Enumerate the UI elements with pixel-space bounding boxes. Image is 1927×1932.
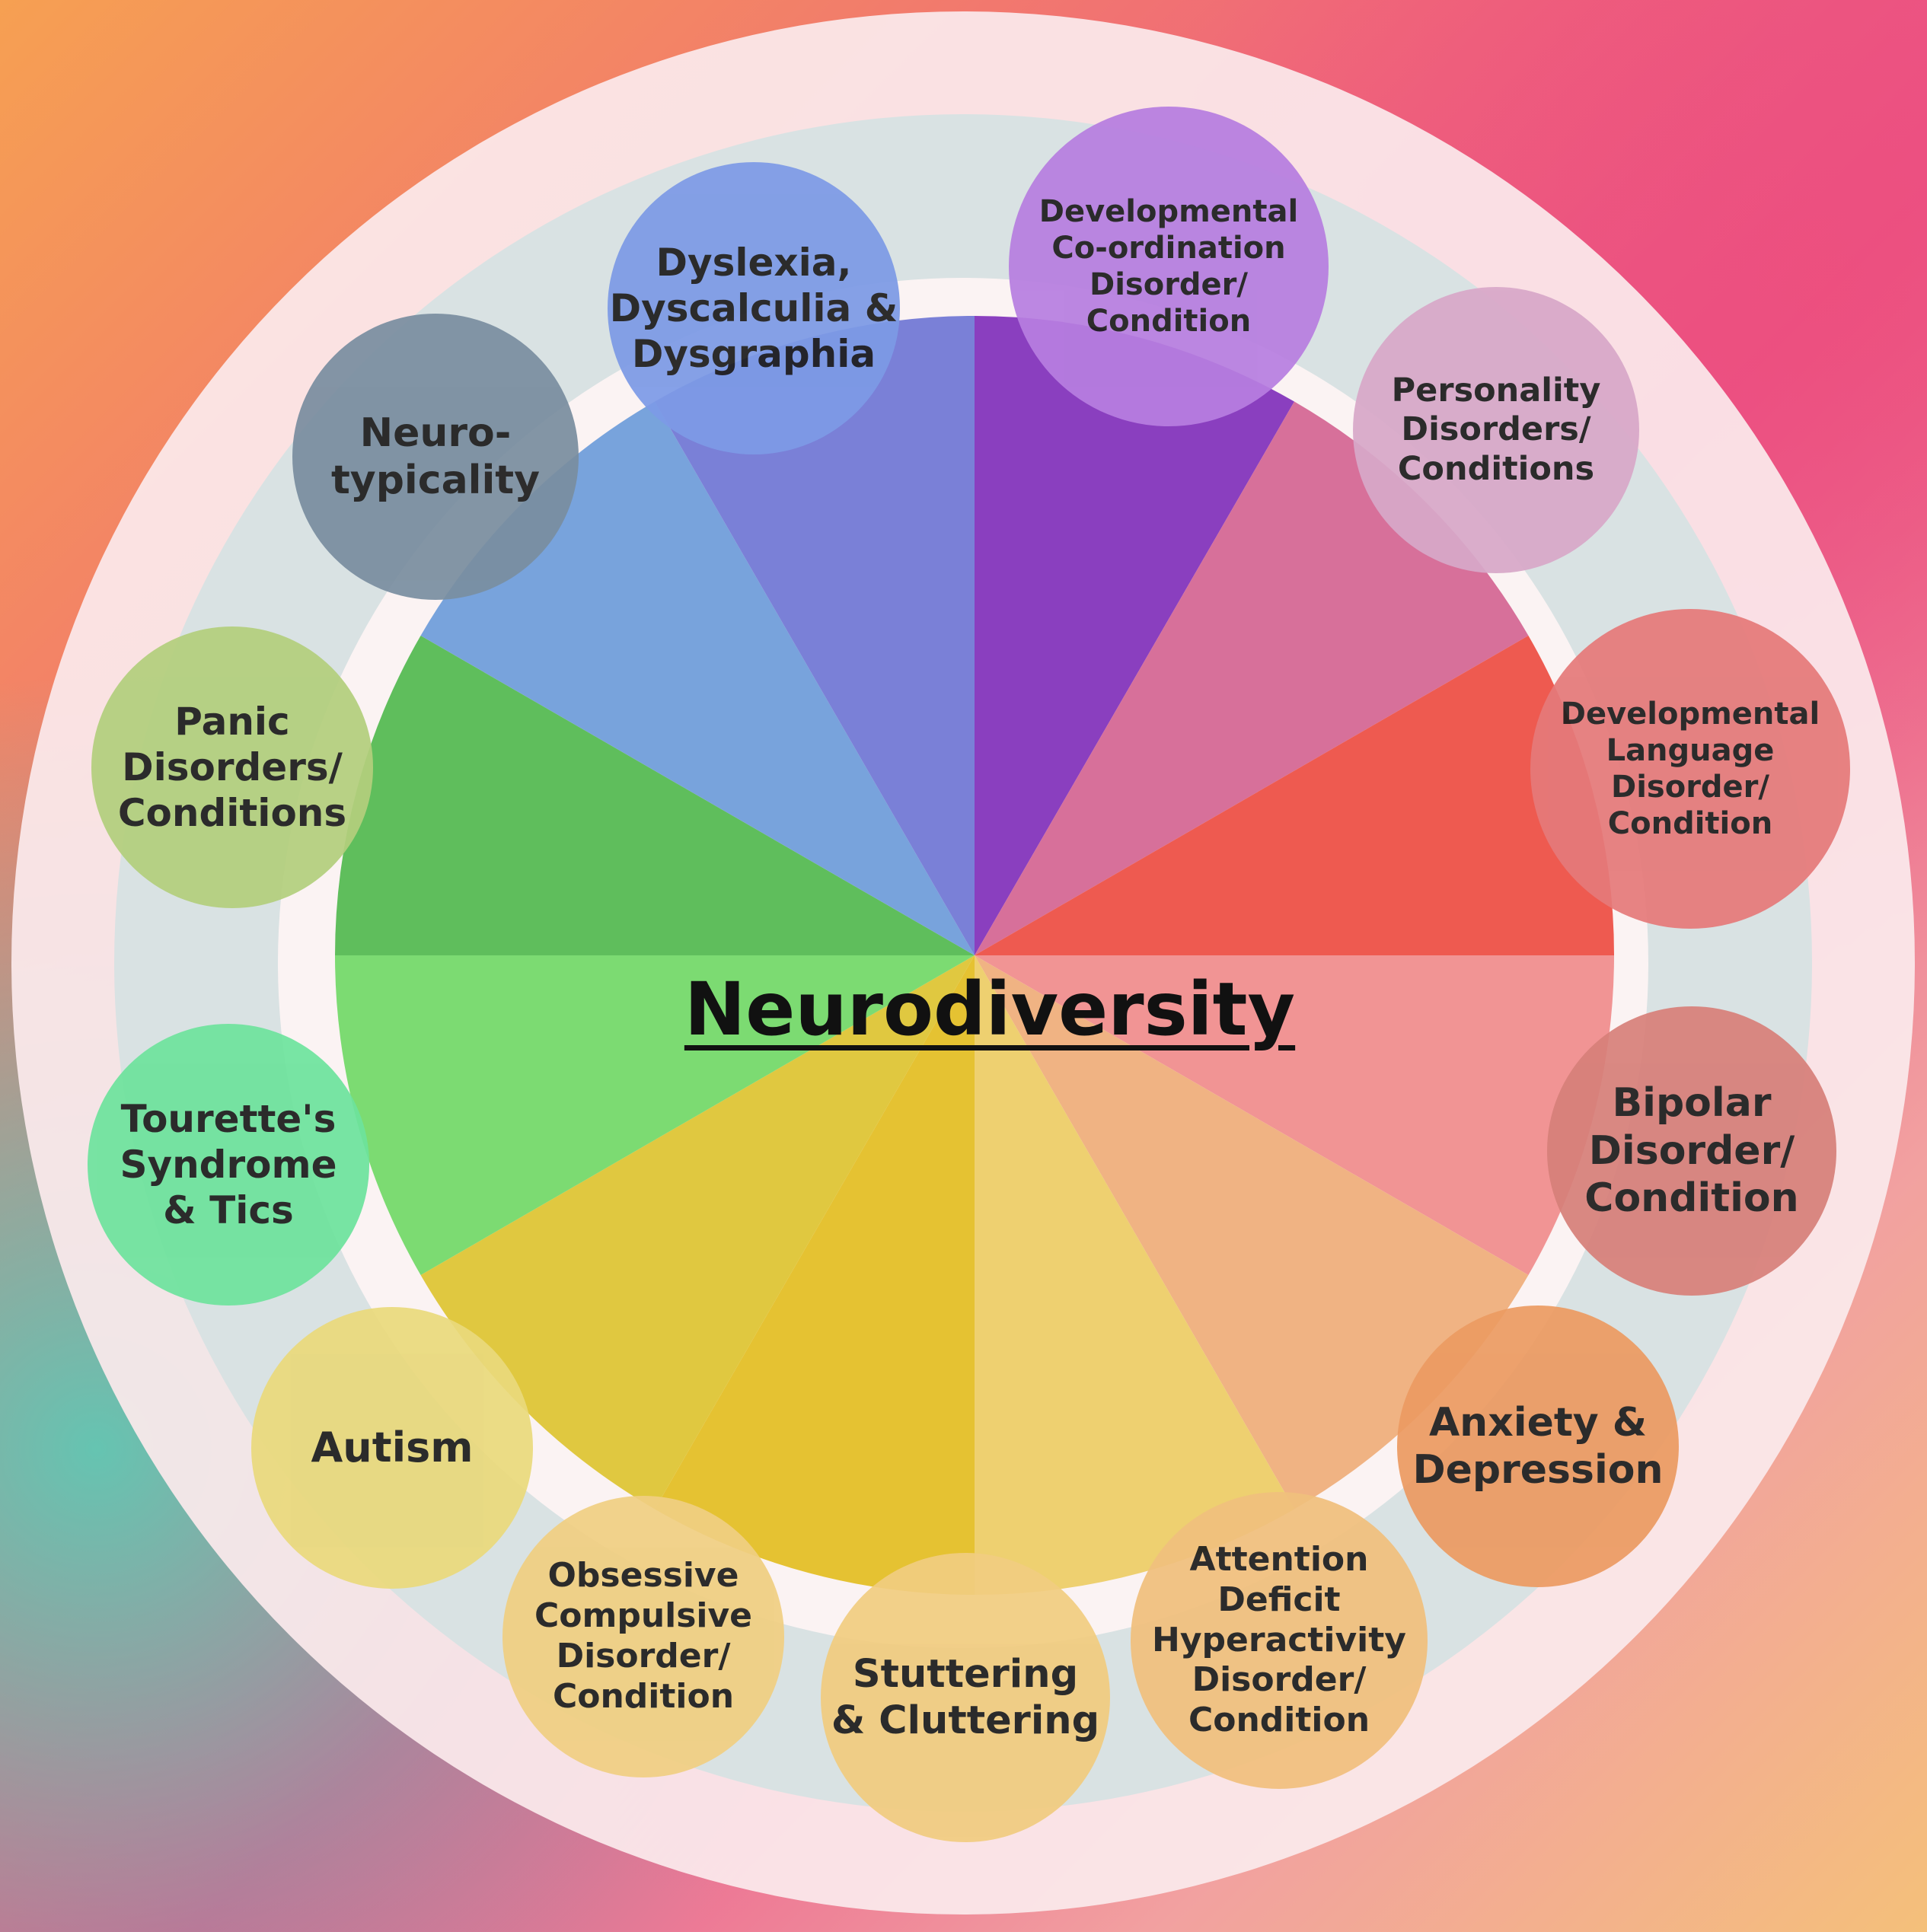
- condition-bubble: Obsessive Compulsive Disorder/ Condition: [502, 1496, 784, 1777]
- condition-bubble: Stuttering & Cluttering: [821, 1553, 1110, 1842]
- wedge-group: [335, 316, 1614, 1595]
- pie-wedge-10: [335, 636, 975, 955]
- pie-wedge-1: [975, 316, 1294, 955]
- pie-wedge-5: [975, 955, 1529, 1510]
- condition-bubble: Bipolar Disorder/ Condition: [1547, 1006, 1836, 1296]
- condition-label: Personality Disorders/ Conditions: [1391, 371, 1601, 488]
- pie-wedge-6: [975, 955, 1294, 1595]
- pie-wedge-12: [655, 316, 975, 955]
- pie-wedge-2: [975, 401, 1529, 955]
- condition-bubble: Developmental Co-ordination Disorder/ Co…: [1009, 107, 1329, 426]
- condition-bubble: Personality Disorders/ Conditions: [1353, 287, 1639, 573]
- pie-wedge-8: [420, 955, 975, 1510]
- pie-wedge-3: [975, 636, 1614, 955]
- condition-label: Attention Deficit Hyperactivity Disorder…: [1152, 1540, 1406, 1740]
- condition-label: Developmental Co-ordination Disorder/ Co…: [1038, 194, 1299, 339]
- condition-bubble: Autism: [251, 1307, 533, 1589]
- condition-bubble: Attention Deficit Hyperactivity Disorder…: [1131, 1492, 1428, 1789]
- condition-bubble: Dyslexia, Dyscalculia & Dysgraphia: [608, 162, 900, 454]
- condition-label: Anxiety & Depression: [1412, 1399, 1664, 1493]
- condition-bubble: Neuro- typicality: [292, 314, 579, 600]
- condition-bubble: Anxiety & Depression: [1397, 1306, 1679, 1587]
- condition-bubble: Tourette's Syndrome & Tics: [88, 1024, 369, 1306]
- pie-wedge-4: [975, 955, 1614, 1275]
- condition-label: Tourette's Syndrome & Tics: [120, 1097, 337, 1232]
- condition-label: Neuro- typicality: [330, 410, 541, 503]
- condition-label: Autism: [311, 1423, 474, 1471]
- condition-label: Obsessive Compulsive Disorder/ Condition: [534, 1556, 753, 1716]
- condition-label: Stuttering & Cluttering: [831, 1651, 1100, 1743]
- pie-wedge-9: [335, 955, 975, 1275]
- condition-label: Bipolar Disorder/ Condition: [1584, 1080, 1799, 1222]
- condition-label: Developmental Language Disorder/ Conditi…: [1560, 697, 1820, 841]
- condition-bubble: Panic Disorders/ Conditions: [91, 626, 373, 908]
- condition-bubble: Developmental Language Disorder/ Conditi…: [1530, 609, 1850, 929]
- center-title: Neurodiversity: [684, 967, 1296, 1052]
- condition-label: Panic Disorders/ Conditions: [117, 700, 347, 835]
- pie-wedge-7: [655, 955, 975, 1595]
- pie-wedge-11: [420, 401, 975, 955]
- condition-label: Dyslexia, Dyscalculia & Dysgraphia: [609, 241, 898, 376]
